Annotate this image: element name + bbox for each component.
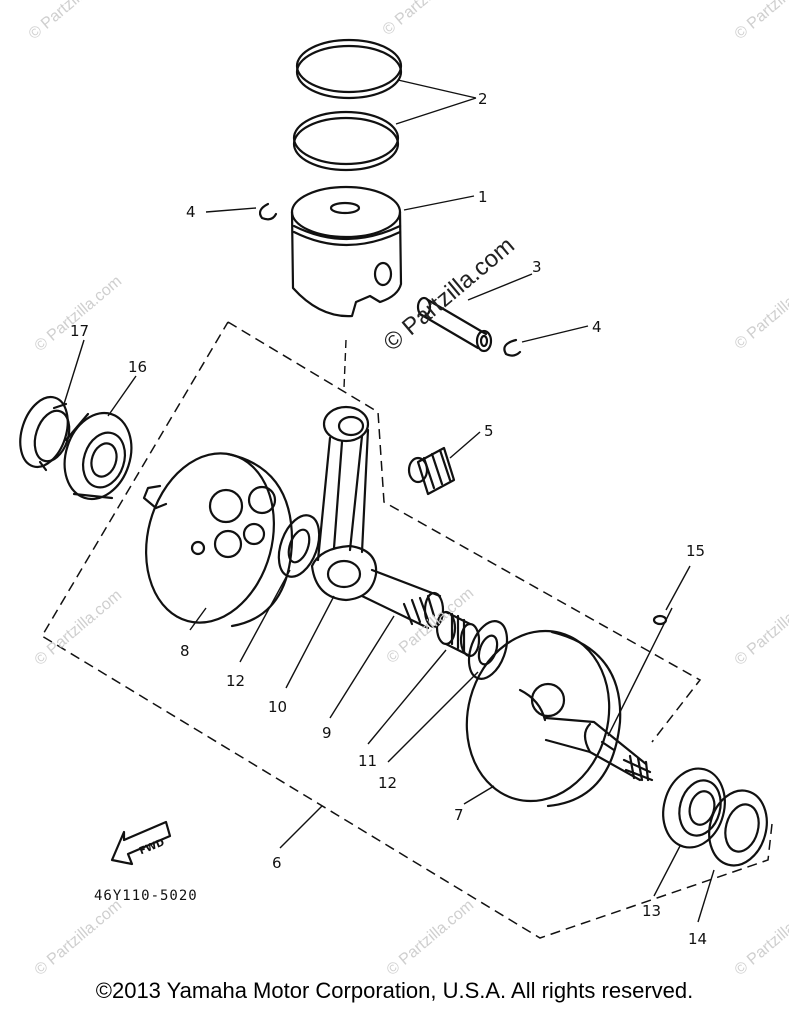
- part-label-6: 6: [272, 854, 282, 872]
- bearing-left: [63, 411, 133, 501]
- watermark-mid-right: © Partzilla.com: [732, 271, 789, 353]
- washer-right: [467, 620, 509, 680]
- part-label-12-left: 12: [226, 672, 245, 690]
- part-label-14: 14: [688, 930, 707, 948]
- part-label-1: 1: [478, 188, 488, 206]
- part-label-10: 10: [268, 698, 287, 716]
- crankshaft-assembly-outline: [40, 321, 773, 939]
- copyright-notice: ©2013 Yamaha Motor Corporation, U.S.A. A…: [95, 978, 694, 1003]
- part-label-9: 9: [322, 724, 332, 742]
- part-label-4-left: 4: [186, 203, 196, 221]
- small-end-bearing: [407, 446, 456, 496]
- big-end-bearing: [435, 610, 481, 658]
- piston-ring-upper: [295, 38, 403, 100]
- piston-pin: [416, 296, 493, 353]
- watermark-top-right: © Partzilla.com: [732, 0, 789, 43]
- part-label-5: 5: [484, 422, 494, 440]
- oil-seal-right: [708, 789, 768, 867]
- oil-seal-left: [19, 395, 71, 472]
- crank-pin: [360, 568, 445, 630]
- watermark-top-center: © Partzilla.com: [380, 0, 474, 39]
- part-label-12-right: 12: [378, 774, 397, 792]
- part-label-3: 3: [532, 258, 542, 276]
- piston: [290, 185, 403, 318]
- part-label-2: 2: [478, 90, 488, 108]
- watermark-bottom-left: © Partzilla.com: [32, 897, 126, 979]
- watermark-bottom-center: © Partzilla.com: [384, 897, 478, 979]
- drawing-code: 46Y110-5020: [94, 888, 198, 904]
- watermark-low-right: © Partzilla.com: [732, 587, 789, 669]
- fwd-label: FWD: [138, 837, 166, 857]
- washer-left: [277, 514, 321, 578]
- crank-wheel-left: [142, 452, 294, 628]
- part-number-labels: 1 2 3 4 4 5 6 7 8 9 10 11 12 12 13 14 15…: [70, 90, 707, 948]
- connecting-rod: [310, 405, 378, 602]
- part-label-13: 13: [642, 902, 661, 920]
- bearing-right: [662, 767, 726, 849]
- circlip-right: [503, 338, 522, 357]
- crank-wheel-right: [465, 629, 654, 808]
- part-label-16: 16: [128, 358, 147, 376]
- watermark-bottom-right: © Partzilla.com: [732, 897, 789, 979]
- part-label-15: 15: [686, 542, 705, 560]
- part-label-8: 8: [180, 642, 190, 660]
- part-label-7: 7: [454, 806, 464, 824]
- circlip-left: [258, 202, 278, 221]
- watermark-mid-left: © Partzilla.com: [32, 273, 126, 355]
- leader-lines: [63, 79, 715, 923]
- watermark-top-left: © Partzilla.com: [26, 0, 120, 43]
- watermark-low-left: © Partzilla.com: [32, 587, 126, 669]
- part-label-4-right: 4: [592, 318, 602, 336]
- piston-ring-lower: [292, 110, 400, 172]
- fwd-arrow-icon: [110, 820, 172, 866]
- part-label-17: 17: [70, 322, 89, 340]
- part-label-11: 11: [358, 752, 377, 770]
